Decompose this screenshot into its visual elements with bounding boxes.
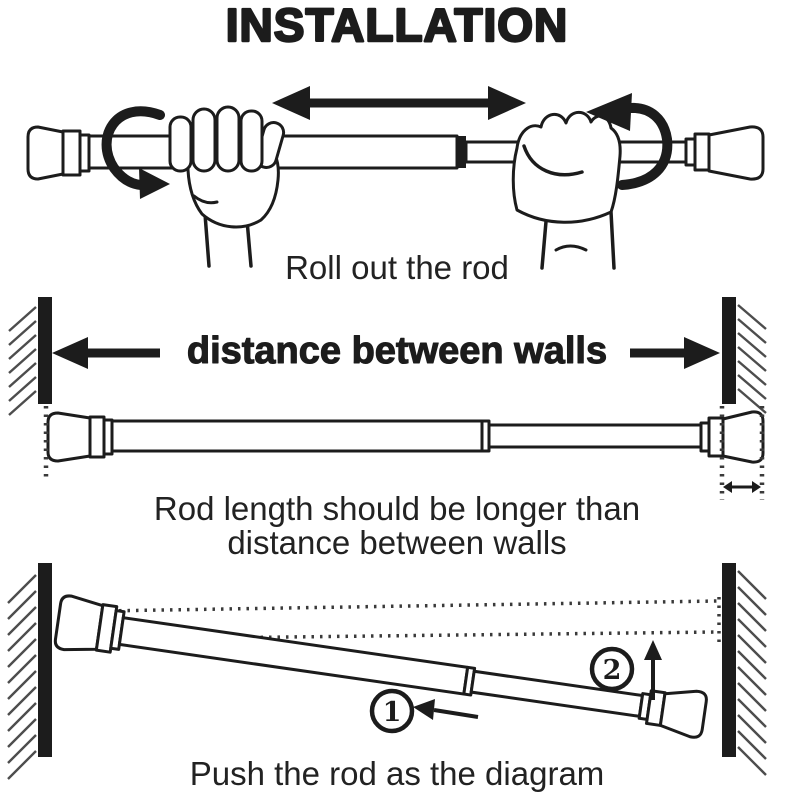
left-finger-4 — [239, 109, 264, 173]
left-palm-crease — [192, 194, 219, 205]
right-wall-hatching — [737, 304, 767, 414]
rotate-right-arc — [617, 102, 673, 190]
left-finger-3 — [215, 105, 241, 173]
right-wrist-crease — [554, 244, 588, 252]
rod2-thin-tube — [487, 423, 703, 449]
step2-illustration: distance between walls — [8, 297, 767, 561]
rod2-left-collar — [88, 415, 106, 459]
left-wall2-bar — [38, 563, 52, 757]
left-finger-1 — [168, 115, 193, 173]
rotate-arrow-right-icon — [586, 93, 673, 190]
overhang-arrow-icon — [723, 481, 761, 493]
right-hand-icon — [511, 110, 622, 270]
step1-illustration: Roll out the rod — [26, 86, 765, 286]
step-1-badge-circle — [369, 688, 415, 734]
left-wrist-edge — [203, 212, 211, 268]
extend-arrow-right-head — [488, 86, 526, 120]
left-wall2-icon — [7, 563, 52, 780]
push-arrow-head — [413, 699, 435, 720]
step-2-badge-circle — [589, 646, 635, 692]
left-wall2-hatching — [7, 574, 37, 780]
overhang-arrow-right-head — [752, 481, 761, 493]
step-2-badge: 2 — [589, 646, 635, 692]
right-wall2-icon — [722, 563, 767, 776]
right-wall2-bar — [722, 563, 736, 757]
step2-caption-line1: Rod length should be longer than — [154, 490, 640, 527]
lift-arrow-icon — [644, 640, 662, 700]
rod3-thick-tube — [117, 616, 470, 696]
step3-caption: Push the rod as the diagram — [190, 755, 605, 792]
rotate-right-head — [586, 93, 632, 131]
right-wrist-edge2 — [609, 210, 616, 270]
right-thumb-curl — [522, 144, 584, 177]
right-wall-icon — [722, 297, 767, 414]
rod3-left-endcap — [53, 594, 105, 652]
rod-step3 — [53, 594, 708, 739]
rotate-left-head — [139, 168, 170, 199]
final-position-top-dotted — [101, 599, 718, 613]
distance-arrow-left-head — [52, 337, 88, 369]
extend-arrow-left-head — [272, 86, 310, 120]
extend-arrow-icon — [272, 86, 526, 120]
rod-left-endcap — [26, 125, 65, 181]
rod2-thick-tube — [110, 419, 484, 453]
rod2-left-endcap — [46, 411, 92, 463]
rotate-arrow-left-icon — [101, 106, 170, 199]
distance-arrow-right-icon — [630, 337, 720, 369]
step-1-badge: 1 — [369, 688, 415, 734]
rod-right-endcap — [707, 125, 765, 181]
right-wall-bar — [722, 297, 736, 404]
step3-illustration: 1 2 Push the rod as the diagram — [7, 563, 767, 792]
step-1-badge-number: 1 — [383, 697, 402, 728]
overhang-arrow-left-head — [723, 481, 732, 493]
rod-right-collar — [693, 132, 711, 172]
right-wrist-fill — [542, 212, 614, 268]
rod-step2 — [46, 410, 765, 464]
left-wall-icon — [8, 297, 52, 416]
rod-junction — [457, 136, 466, 168]
distance-arrow-right-head — [684, 337, 720, 369]
rod2-right-endcap — [721, 410, 765, 464]
rod3-right-endcap — [658, 689, 708, 739]
left-hand-icon — [168, 105, 286, 268]
page-title: INSTALLATION — [226, 0, 568, 51]
left-wall-bar — [38, 297, 52, 404]
rotate-left-arc — [101, 106, 165, 190]
left-wrist-fill — [205, 216, 251, 266]
step-2-badge-number: 2 — [603, 655, 622, 686]
push-arrow-shaft — [433, 708, 479, 719]
distance-arrow-left-icon — [52, 337, 160, 369]
right-fist — [511, 110, 622, 224]
step2-caption-line2: distance between walls — [227, 524, 566, 561]
left-finger-2 — [191, 107, 217, 173]
step1-caption: Roll out the rod — [285, 249, 509, 286]
left-wall-hatching — [8, 306, 37, 416]
left-wrist-edge2 — [245, 218, 253, 268]
right-wall2-hatching — [737, 570, 767, 776]
push-arrow-icon — [413, 699, 479, 720]
lift-arrow-head — [644, 640, 662, 660]
distance-label: distance between walls — [187, 330, 607, 372]
rod-left-collar — [61, 129, 82, 177]
